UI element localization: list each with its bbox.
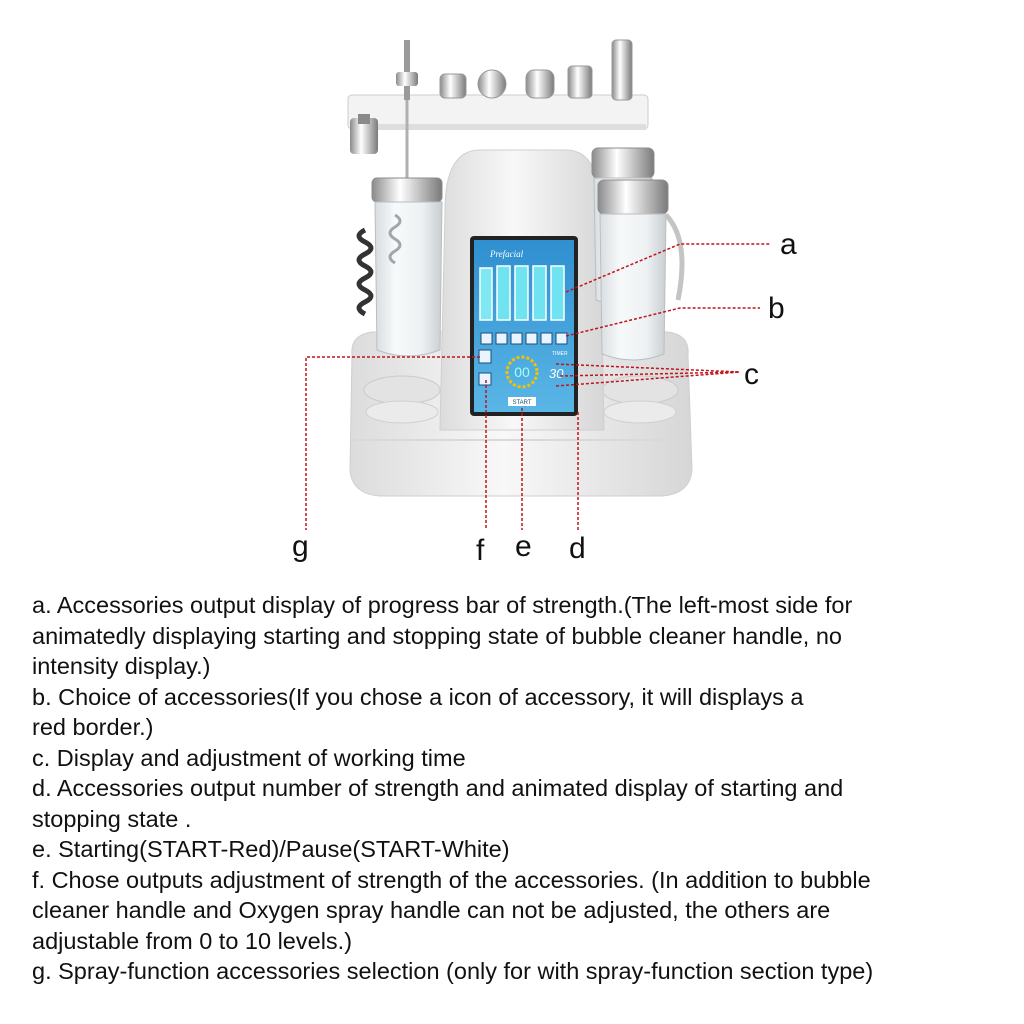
description-line: stopping state . bbox=[32, 805, 192, 832]
description-line: d. Accessories output number of strength… bbox=[32, 775, 844, 801]
description-line: a. Accessories output display of progres… bbox=[32, 592, 853, 618]
strength-adjust-button[interactable] bbox=[478, 372, 492, 386]
description-line: intensity display.) bbox=[32, 653, 211, 679]
callout-line-c1 bbox=[555, 363, 741, 373]
description-line: f. Chose outputs adjustment of strength … bbox=[32, 866, 871, 893]
callout-b: b bbox=[768, 292, 785, 325]
left-bottle bbox=[371, 177, 443, 357]
screen-brand: Prefacial bbox=[489, 249, 524, 259]
callout-e: e bbox=[515, 530, 532, 563]
roller-handle-icon bbox=[350, 114, 378, 154]
timer-value: 30 bbox=[549, 366, 564, 381]
callout-line-c3 bbox=[559, 371, 741, 377]
description-line: e. Starting(START-Red)/Pause(START-White… bbox=[32, 836, 510, 862]
touch-screen: Prefacial 00 TIMER 30 START bbox=[470, 236, 578, 416]
callout-lines bbox=[305, 243, 770, 530]
description-line: cleaner handle and Oxygen spray handle c… bbox=[32, 897, 831, 923]
callout-line-a bbox=[565, 243, 770, 293]
accessory-icons-row[interactable] bbox=[480, 332, 568, 345]
start-button[interactable] bbox=[508, 397, 536, 406]
description-line: b. Choice of accessories(If you chose a … bbox=[32, 683, 804, 710]
callout-line-b bbox=[565, 307, 760, 337]
right-bottles bbox=[591, 147, 685, 361]
callout-a: a bbox=[780, 228, 797, 261]
description-line: c. Display and adjustment of working tim… bbox=[32, 744, 466, 771]
callout-d: d bbox=[569, 532, 586, 565]
coiled-cable bbox=[356, 227, 374, 317]
tool-holder bbox=[347, 94, 649, 130]
callout-line-g bbox=[305, 356, 480, 530]
description-line: g. Spray-function accessories selection … bbox=[32, 958, 874, 984]
strength-progress-bars bbox=[479, 265, 565, 321]
callout-f: f bbox=[476, 534, 485, 567]
description-list: a. Accessories output display of progres… bbox=[32, 590, 1012, 987]
callout-c: c bbox=[744, 358, 759, 391]
description-line: animatedly displaying starting and stopp… bbox=[32, 622, 842, 649]
spray-select-button[interactable] bbox=[478, 349, 492, 364]
description-line: red border.) bbox=[32, 714, 154, 740]
start-label: START bbox=[512, 400, 531, 406]
attachment-heads bbox=[439, 39, 633, 101]
strength-dial bbox=[505, 355, 539, 389]
callout-g: g bbox=[292, 530, 309, 563]
timer-label: TIMER bbox=[552, 351, 568, 357]
strength-value: 00 bbox=[514, 364, 530, 380]
callout-line-c2 bbox=[555, 371, 741, 387]
description-line: adjustable from 0 to 10 levels.) bbox=[32, 927, 353, 954]
machine-diagram: Prefacial 00 TIMER 30 START bbox=[292, 39, 797, 567]
